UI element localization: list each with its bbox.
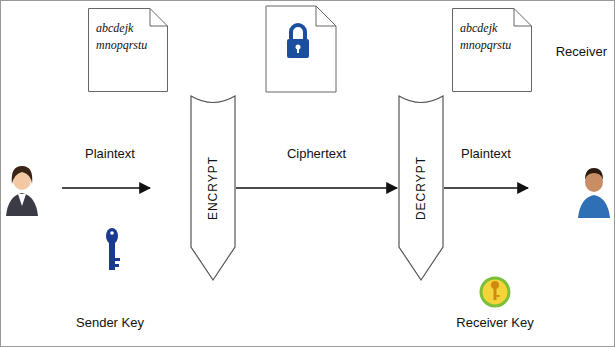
- locked-document: [266, 6, 336, 92]
- sender-key: [106, 228, 120, 270]
- stage-label: DECRYPT: [414, 156, 428, 220]
- edge-label: Plaintext: [459, 146, 513, 161]
- receiver-box: Receiver: [529, 40, 611, 220]
- cipher-stage: DECRYPT: [398, 95, 444, 281]
- key-label: Receiver Key: [454, 315, 535, 330]
- plaintext-document: abcdejk mnopqrstu: [452, 8, 532, 92]
- arrow-label: Plaintext: [83, 146, 137, 161]
- plaintext-document: abcdejk mnopqrstu: [88, 8, 168, 92]
- key-label: Sender Key: [74, 315, 146, 330]
- receiver-figure: [578, 168, 610, 218]
- party-name: Receiver: [529, 40, 611, 59]
- plaintext-arrow: [62, 187, 150, 189]
- flow-arrow: [444, 187, 528, 189]
- edge-label: Ciphertext: [285, 146, 348, 161]
- document-text: abcdejk mnopqrstu: [88, 8, 168, 60]
- cipher-stage: ENCRYPT: [190, 95, 236, 281]
- sender-figure: [6, 166, 38, 216]
- flow-arrow: [236, 187, 397, 189]
- receiver-key: [481, 278, 509, 306]
- document-text: abcdejk mnopqrstu: [452, 8, 532, 60]
- stage-label: ENCRYPT: [206, 156, 220, 220]
